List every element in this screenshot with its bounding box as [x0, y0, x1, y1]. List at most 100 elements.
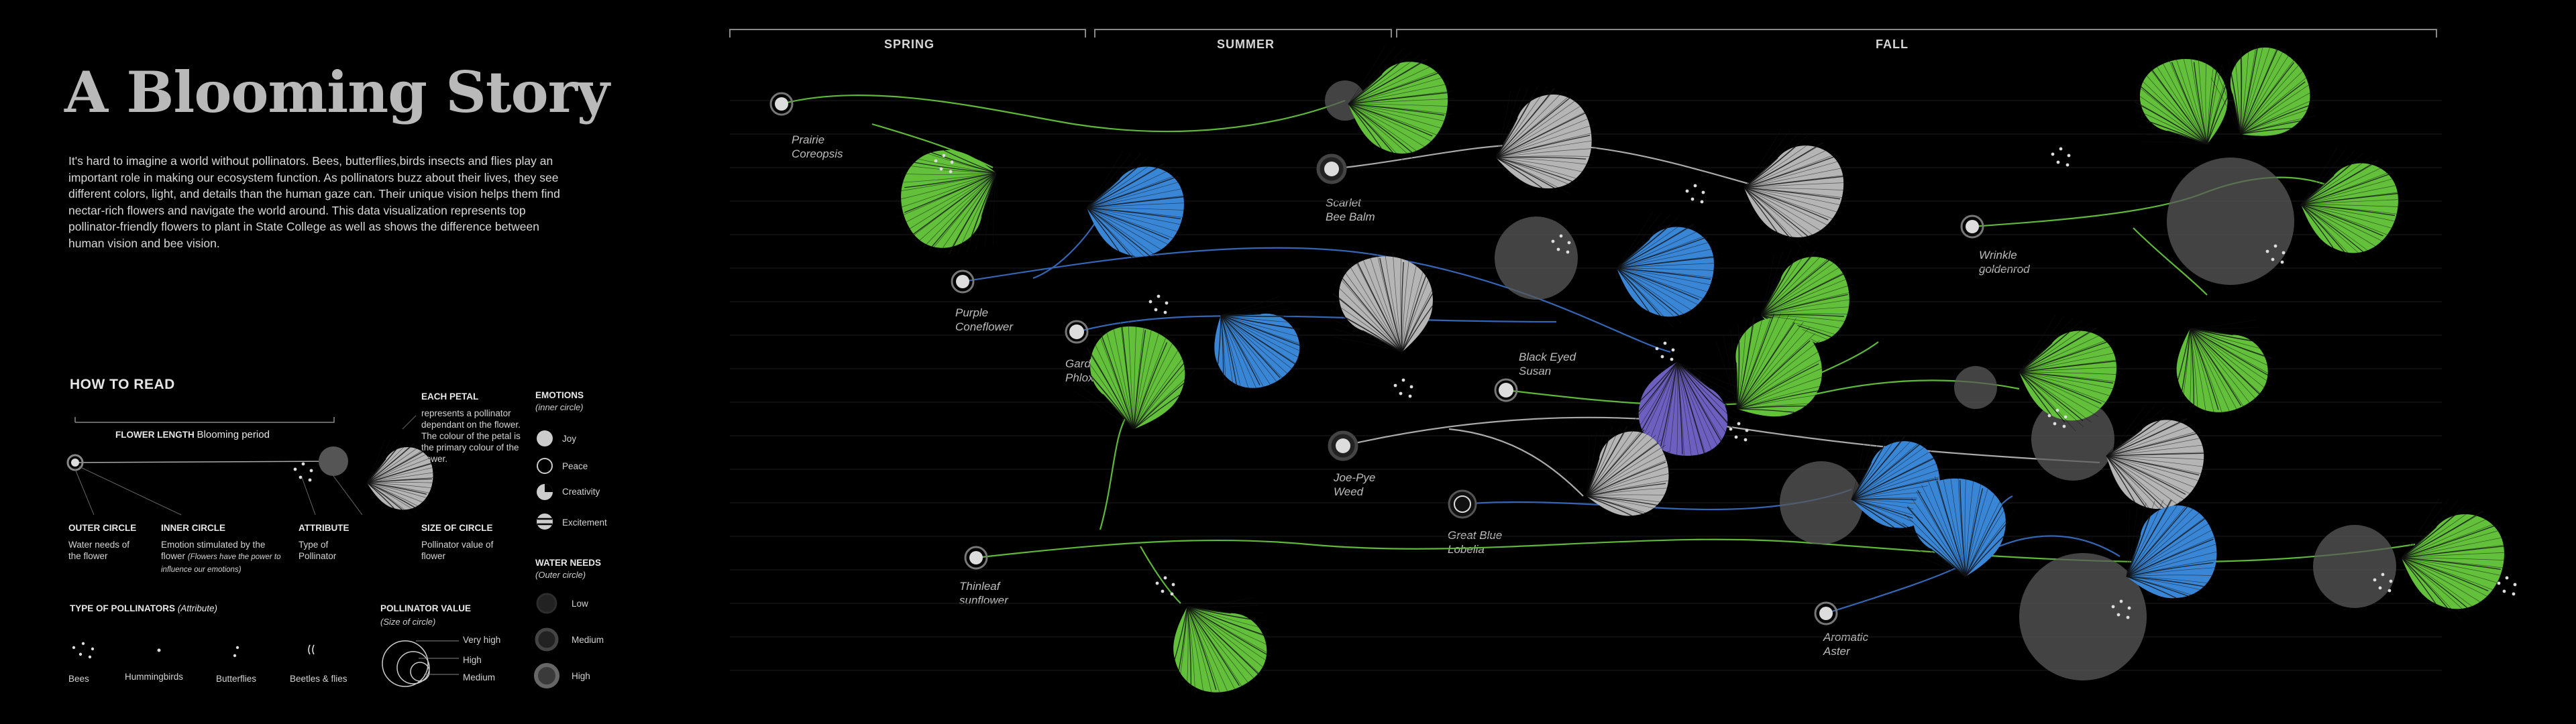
excitement-icon-lines	[537, 518, 552, 526]
attribute-dot	[2512, 592, 2516, 596]
stem-thinleaf	[975, 538, 2416, 563]
legend-outer-circle	[66, 454, 84, 471]
season-fall: FALL	[1876, 38, 1909, 51]
stem-joe-pye	[1342, 416, 2100, 464]
marker-joe-pye-inner	[1336, 438, 1350, 453]
label-prairie-line2: Coreopsis	[792, 147, 843, 160]
season-brackets	[729, 29, 2437, 38]
attribute-dot	[1401, 378, 1405, 382]
legend-pointer-inner	[78, 466, 182, 516]
petal-bee-balm-1	[1348, 46, 1454, 165]
attribute-dot	[1745, 428, 1749, 432]
type-beetles: Beetles & flies	[290, 674, 347, 684]
season-spring: SPRING	[884, 38, 935, 51]
value-circles	[1325, 80, 2396, 680]
label-garden-line1: Garden	[1065, 357, 1104, 370]
petal-purple-1	[1214, 296, 1304, 393]
petal-joe-2	[2106, 402, 2210, 520]
attribute-dot	[1700, 200, 1704, 204]
stem-phlox	[1076, 315, 1557, 333]
type-hummingbirds: Hummingbirds	[125, 672, 184, 682]
marker-susan	[1494, 378, 1518, 402]
petal-wrinkle-4	[2176, 319, 2273, 418]
emotion-peace: Peace	[562, 461, 588, 471]
each-petal-title: EACH PETAL	[421, 391, 479, 402]
water-high-icon	[534, 663, 559, 688]
value-circle-aster	[2019, 553, 2147, 680]
attribute-dot	[2497, 581, 2501, 585]
attribute-dot	[1157, 294, 1161, 298]
attribute-dot	[1154, 308, 1158, 312]
attribute-dot	[2127, 606, 2131, 610]
flower-length-label: FLOWER LENGTH Blooming period	[115, 429, 270, 440]
attribute-dot	[1729, 427, 1733, 431]
attribute-dot	[1165, 301, 1169, 305]
legend-pointer-petal	[402, 415, 417, 430]
legend-emotion-icons	[537, 430, 553, 530]
marker-aster-inner	[1819, 607, 1833, 620]
water-medium: Medium	[572, 635, 604, 645]
petal-prairie-2	[1086, 151, 1190, 267]
attribute-dot	[301, 462, 305, 466]
attribute-dot	[1690, 197, 1695, 201]
stem-aster-branch	[1978, 495, 2013, 557]
petal-thinleaf-2	[1173, 597, 1272, 698]
flower-length-title: FLOWER LENGTH	[115, 430, 195, 440]
stem-aster	[1825, 535, 2121, 615]
label-thinleaf-line1: Thinleaf	[959, 580, 1000, 593]
flower-markers	[769, 92, 1984, 625]
emotion-creativity: Creativity	[562, 487, 600, 497]
water-low: Low	[572, 599, 588, 609]
attribute-dot	[2119, 599, 2123, 603]
intro-text: It's hard to imagine a world without pol…	[68, 154, 560, 250]
attribute-dot	[950, 160, 954, 164]
petal-joe-1	[1715, 313, 1828, 417]
marker-purple	[951, 269, 975, 294]
attribute-dot	[2067, 154, 2071, 158]
petal-bee-balm-3	[1743, 129, 1850, 249]
petals	[366, 43, 2511, 698]
type-butterflies: Butterflies	[216, 674, 257, 684]
legend-value-circle	[319, 446, 348, 476]
blooming-period-label: Blooming period	[197, 429, 270, 440]
water-low-icon	[536, 593, 557, 614]
petal-lobelia-2	[1851, 433, 1946, 534]
marker-prairie-inner	[775, 97, 788, 111]
water-high: High	[572, 671, 590, 681]
attribute-dot	[2389, 579, 2393, 583]
attribute-dot	[1566, 250, 1570, 254]
spring-bracket	[729, 29, 1086, 38]
petal-thinleaf-3	[2401, 497, 2511, 621]
petal-black-1	[1760, 249, 1856, 350]
each-petal-text: represents a pollinator dependant on the…	[421, 408, 521, 464]
types-title-text: TYPE OF POLLINATORS	[70, 603, 176, 613]
attribute-dot	[1671, 348, 1675, 352]
inner-circle-note: (Flowers have the power to influence our…	[161, 553, 281, 574]
attribute-dot	[2513, 583, 2517, 587]
legend-type-icons	[72, 642, 239, 659]
petal-phlox-1	[1330, 250, 1440, 353]
label-lobelia-line1: Great Blue	[1448, 529, 1503, 542]
petal-black-2	[2019, 315, 2123, 432]
stem-lobelia	[1462, 488, 1852, 511]
marker-prairie	[769, 92, 794, 116]
attribute-dot	[949, 170, 953, 174]
petal-wrinkle-1	[2134, 54, 2229, 145]
attribute-dot	[2505, 576, 2509, 580]
marker-thinleaf-inner	[969, 551, 983, 564]
legend-length-bracket	[75, 417, 335, 423]
attribute-dot	[2373, 578, 2377, 582]
attribute-dot	[1737, 422, 1741, 426]
legend-stem	[74, 461, 336, 463]
label-purple-line1: Purple	[955, 306, 989, 319]
attribute-dot	[1559, 234, 1563, 238]
label-black-line2: Susan	[1519, 365, 1552, 377]
attribute-text: Type of Pollinator	[299, 540, 337, 561]
value-circle-joe-pye	[2031, 398, 2114, 481]
